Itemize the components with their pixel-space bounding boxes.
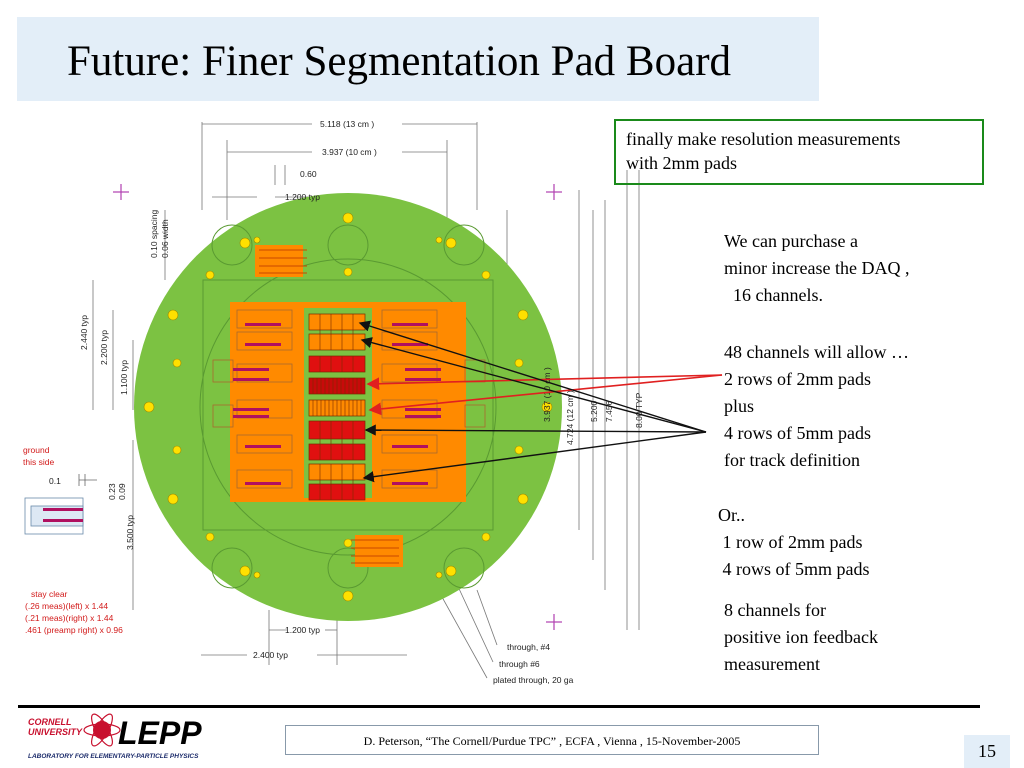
black-arrow-2 [360, 337, 707, 433]
daq-note-line: We can purchase a [724, 231, 858, 251]
dim-01: 0.1 [49, 476, 61, 486]
logo-lepp: LEPP [118, 715, 202, 751]
dim-3937: 3.937 (10 cm ) [322, 147, 377, 157]
slide-title: Future: Finer Segmentation Pad Board [67, 38, 732, 85]
citation-box: D. Peterson, “The Cornell/Purdue TPC” , … [285, 725, 819, 755]
alignment-crosses [113, 184, 562, 630]
daq-note: We can purchase a minor increase the DAQ… [724, 228, 909, 309]
dim-1200-top: 1.200 typ [285, 192, 320, 202]
dim-060: 0.60 [300, 169, 317, 179]
inner-ring [199, 258, 497, 556]
ground-label: ground [23, 445, 50, 455]
black-arrow-3 [364, 424, 707, 436]
mounting-holes [143, 212, 553, 602]
channels-48-note: 48 channels will allow … 2 rows of 2mm p… [724, 339, 909, 474]
alternative-note-line: 4 rows of 5mm pads [718, 559, 870, 579]
ion-feedback-line: measurement [724, 654, 820, 674]
connector-pins [233, 323, 441, 485]
through-6-label: through #6 [499, 659, 540, 669]
channels-note-line: 48 channels will allow … [724, 342, 909, 362]
dim-4724: 4.724 (12 cm ) [565, 390, 575, 445]
footer-divider [18, 705, 980, 708]
plated-through-label: plated through, 20 ga [493, 675, 574, 685]
page-number: 15 [964, 735, 1010, 768]
dim-2400: 2.400 typ [253, 650, 288, 660]
dim-5200: 5.200 [589, 400, 599, 422]
title-bar: Future: Finer Segmentation Pad Board [17, 17, 819, 101]
dim-5118: 5.118 (13 cm ) [320, 119, 374, 129]
dimension-lines [92, 122, 640, 679]
ion-feedback-line: 8 channels for [724, 600, 826, 620]
logo-cornell: CORNELL [28, 717, 72, 727]
dim-023: 0.23 [107, 483, 117, 500]
red-arrow-lower [368, 374, 723, 416]
dim-3500: 3.500 typ [125, 515, 135, 550]
through-4-label: through, #4 [507, 642, 550, 652]
dim-width: 0.06 width [160, 219, 170, 258]
alternative-note: Or.. 1 row of 2mm pads 4 rows of 5mm pad… [718, 502, 870, 583]
meas-left-label: (.26 meas)(left) x 1.44 [25, 601, 108, 611]
channels-note-line: plus [724, 396, 755, 416]
pad-board-drawing: 5.118 (13 cm ) 3.937 (10 cm ) 0.60 1.200… [17, 110, 649, 686]
this-side-label: this side [23, 457, 54, 467]
dim-spacing: 0.10 spacing [149, 210, 159, 258]
dim-009: 0.09 [117, 483, 127, 500]
dim-3937-vertical: 3.937 (10 cm ) [542, 367, 552, 422]
logo-lab-name: LABORATORY FOR ELEMENTARY-PARTICLE PHYSI… [28, 753, 199, 760]
dim-1200-bottom: 1.200 typ [285, 625, 320, 635]
lepp-logo: CORNELL UNIVERSITY LEPP LABORATORY FOR E… [28, 713, 202, 760]
pad-rows [308, 313, 366, 501]
channels-note-line: for track definition [724, 450, 860, 470]
black-arrow-4 [362, 431, 707, 483]
atom-icon [83, 713, 121, 747]
ground-inset [24, 474, 97, 535]
board-outlines [202, 224, 494, 589]
dim-2200: 2.200 typ [99, 330, 109, 365]
resolution-callout: finally make resolution measurements wit… [614, 119, 984, 185]
pad-dividers [312, 314, 362, 500]
red-arrow-upper [366, 374, 723, 391]
callout-line-1: finally make resolution measurements [626, 129, 901, 149]
dim-1100: 1.100 typ [119, 360, 129, 395]
dim-2440: 2.440 typ [79, 315, 89, 350]
ion-feedback-note: 8 channels for positive ion feedback mea… [724, 597, 878, 678]
meas-right-label: (.21 meas)(right) x 1.44 [25, 613, 114, 623]
black-arrow-1 [358, 320, 707, 433]
alternative-note-line: Or.. [718, 505, 745, 525]
stub-traces [259, 249, 399, 564]
alternative-note-line: 1 row of 2mm pads [718, 532, 863, 552]
channels-note-line: 2 rows of 2mm pads [724, 369, 871, 389]
ion-feedback-line: positive ion feedback [724, 627, 878, 647]
channels-note-line: 4 rows of 5mm pads [724, 423, 871, 443]
stay-clear-label: stay clear [31, 589, 68, 599]
daq-note-line: 16 channels. [724, 285, 823, 305]
callout-line-2: with 2mm pads [626, 153, 737, 173]
daq-note-line: minor increase the DAQ , [724, 258, 910, 278]
pad-board-svg: 5.118 (13 cm ) 3.937 (10 cm ) 0.60 1.200… [23, 119, 644, 685]
logo-university: UNIVERSITY [28, 727, 83, 737]
preamp-label: .461 (preamp right) x 0.96 [25, 625, 123, 635]
dim-7456: 7.456 [604, 400, 614, 422]
